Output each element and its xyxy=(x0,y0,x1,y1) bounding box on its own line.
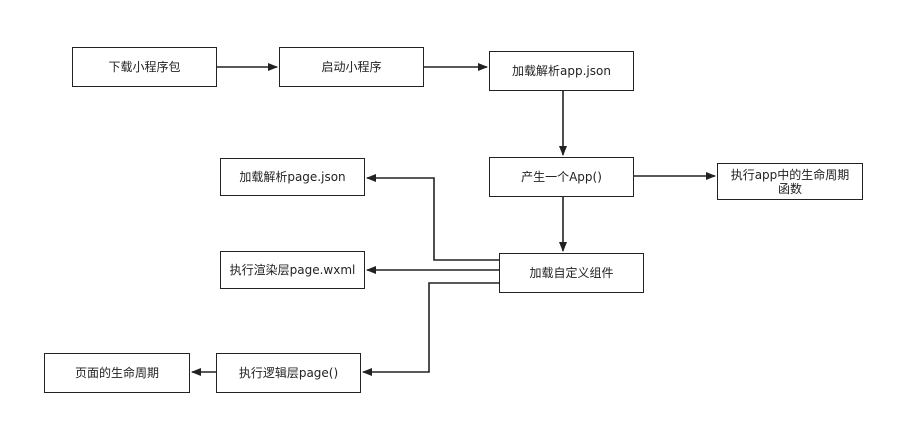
node-render-wxml: 执行渲染层page.wxml xyxy=(220,251,365,289)
node-parse-page-json: 加载解析page.json xyxy=(220,158,365,196)
node-label: 执行app中的生命周期函数 xyxy=(730,167,850,196)
arrow-custom-to-logic xyxy=(362,282,499,376)
node-parse-app-json: 加载解析app.json xyxy=(489,51,634,91)
node-logic-page: 执行逻辑层page() xyxy=(216,353,361,393)
node-label: 产生一个App() xyxy=(521,170,602,184)
node-label: 启动小程序 xyxy=(321,60,382,74)
node-label: 加载自定义组件 xyxy=(529,266,614,280)
node-load-custom-component: 加载自定义组件 xyxy=(499,253,644,293)
node-label: 页面的生命周期 xyxy=(74,366,159,380)
node-label: 执行逻辑层page() xyxy=(238,366,339,380)
node-download-package: 下载小程序包 xyxy=(72,47,217,87)
node-label: 加载解析page.json xyxy=(239,170,346,184)
node-app-lifecycle: 执行app中的生命周期函数 xyxy=(717,163,863,200)
node-start-miniprogram: 启动小程序 xyxy=(279,47,424,87)
arrow-custom-to-pagejson xyxy=(366,174,499,261)
node-label: 执行渲染层page.wxml xyxy=(229,263,356,277)
node-page-lifecycle: 页面的生命周期 xyxy=(44,353,190,393)
node-create-app: 产生一个App() xyxy=(489,157,634,197)
node-label: 加载解析app.json xyxy=(512,64,611,78)
node-label: 下载小程序包 xyxy=(108,60,181,74)
